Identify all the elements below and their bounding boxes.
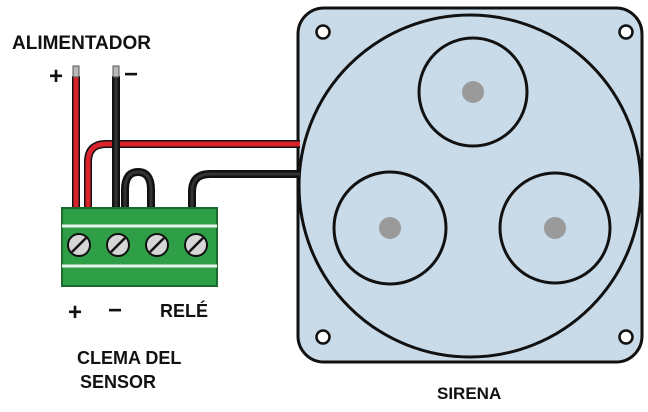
screw-icon (184, 233, 208, 257)
wires (72, 65, 300, 210)
siren (296, 6, 644, 364)
siren-driver-top-center (462, 81, 484, 103)
supply-minus-label: − (124, 61, 138, 88)
terminal-minus-label: − (108, 297, 122, 324)
sensor-block-label-line1: CLEMA DEL (77, 348, 181, 368)
supply-plus-label: + (49, 63, 63, 90)
screw-icon (145, 233, 169, 257)
siren-driver-right-center (544, 217, 566, 239)
terminal-block (61, 207, 218, 287)
mount-hole-icon (315, 329, 331, 345)
sensor-block-label-line2: SENSOR (80, 372, 156, 392)
terminal-plus-label: + (68, 299, 82, 326)
siren-label: SIRENA (437, 384, 501, 403)
screw-icon (106, 233, 130, 257)
screw-icon (67, 233, 91, 257)
mount-hole-icon (618, 24, 634, 40)
wire-tip-positive (72, 65, 80, 78)
mount-hole-icon (315, 24, 331, 40)
mount-hole-icon (618, 329, 634, 345)
wire-tip-negative (112, 65, 120, 78)
wire-siren-relay (188, 170, 300, 210)
siren-driver-left-center (379, 217, 401, 239)
power-supply-label: ALIMENTADOR (12, 33, 151, 54)
terminal-relay-label: RELÉ (160, 300, 208, 321)
